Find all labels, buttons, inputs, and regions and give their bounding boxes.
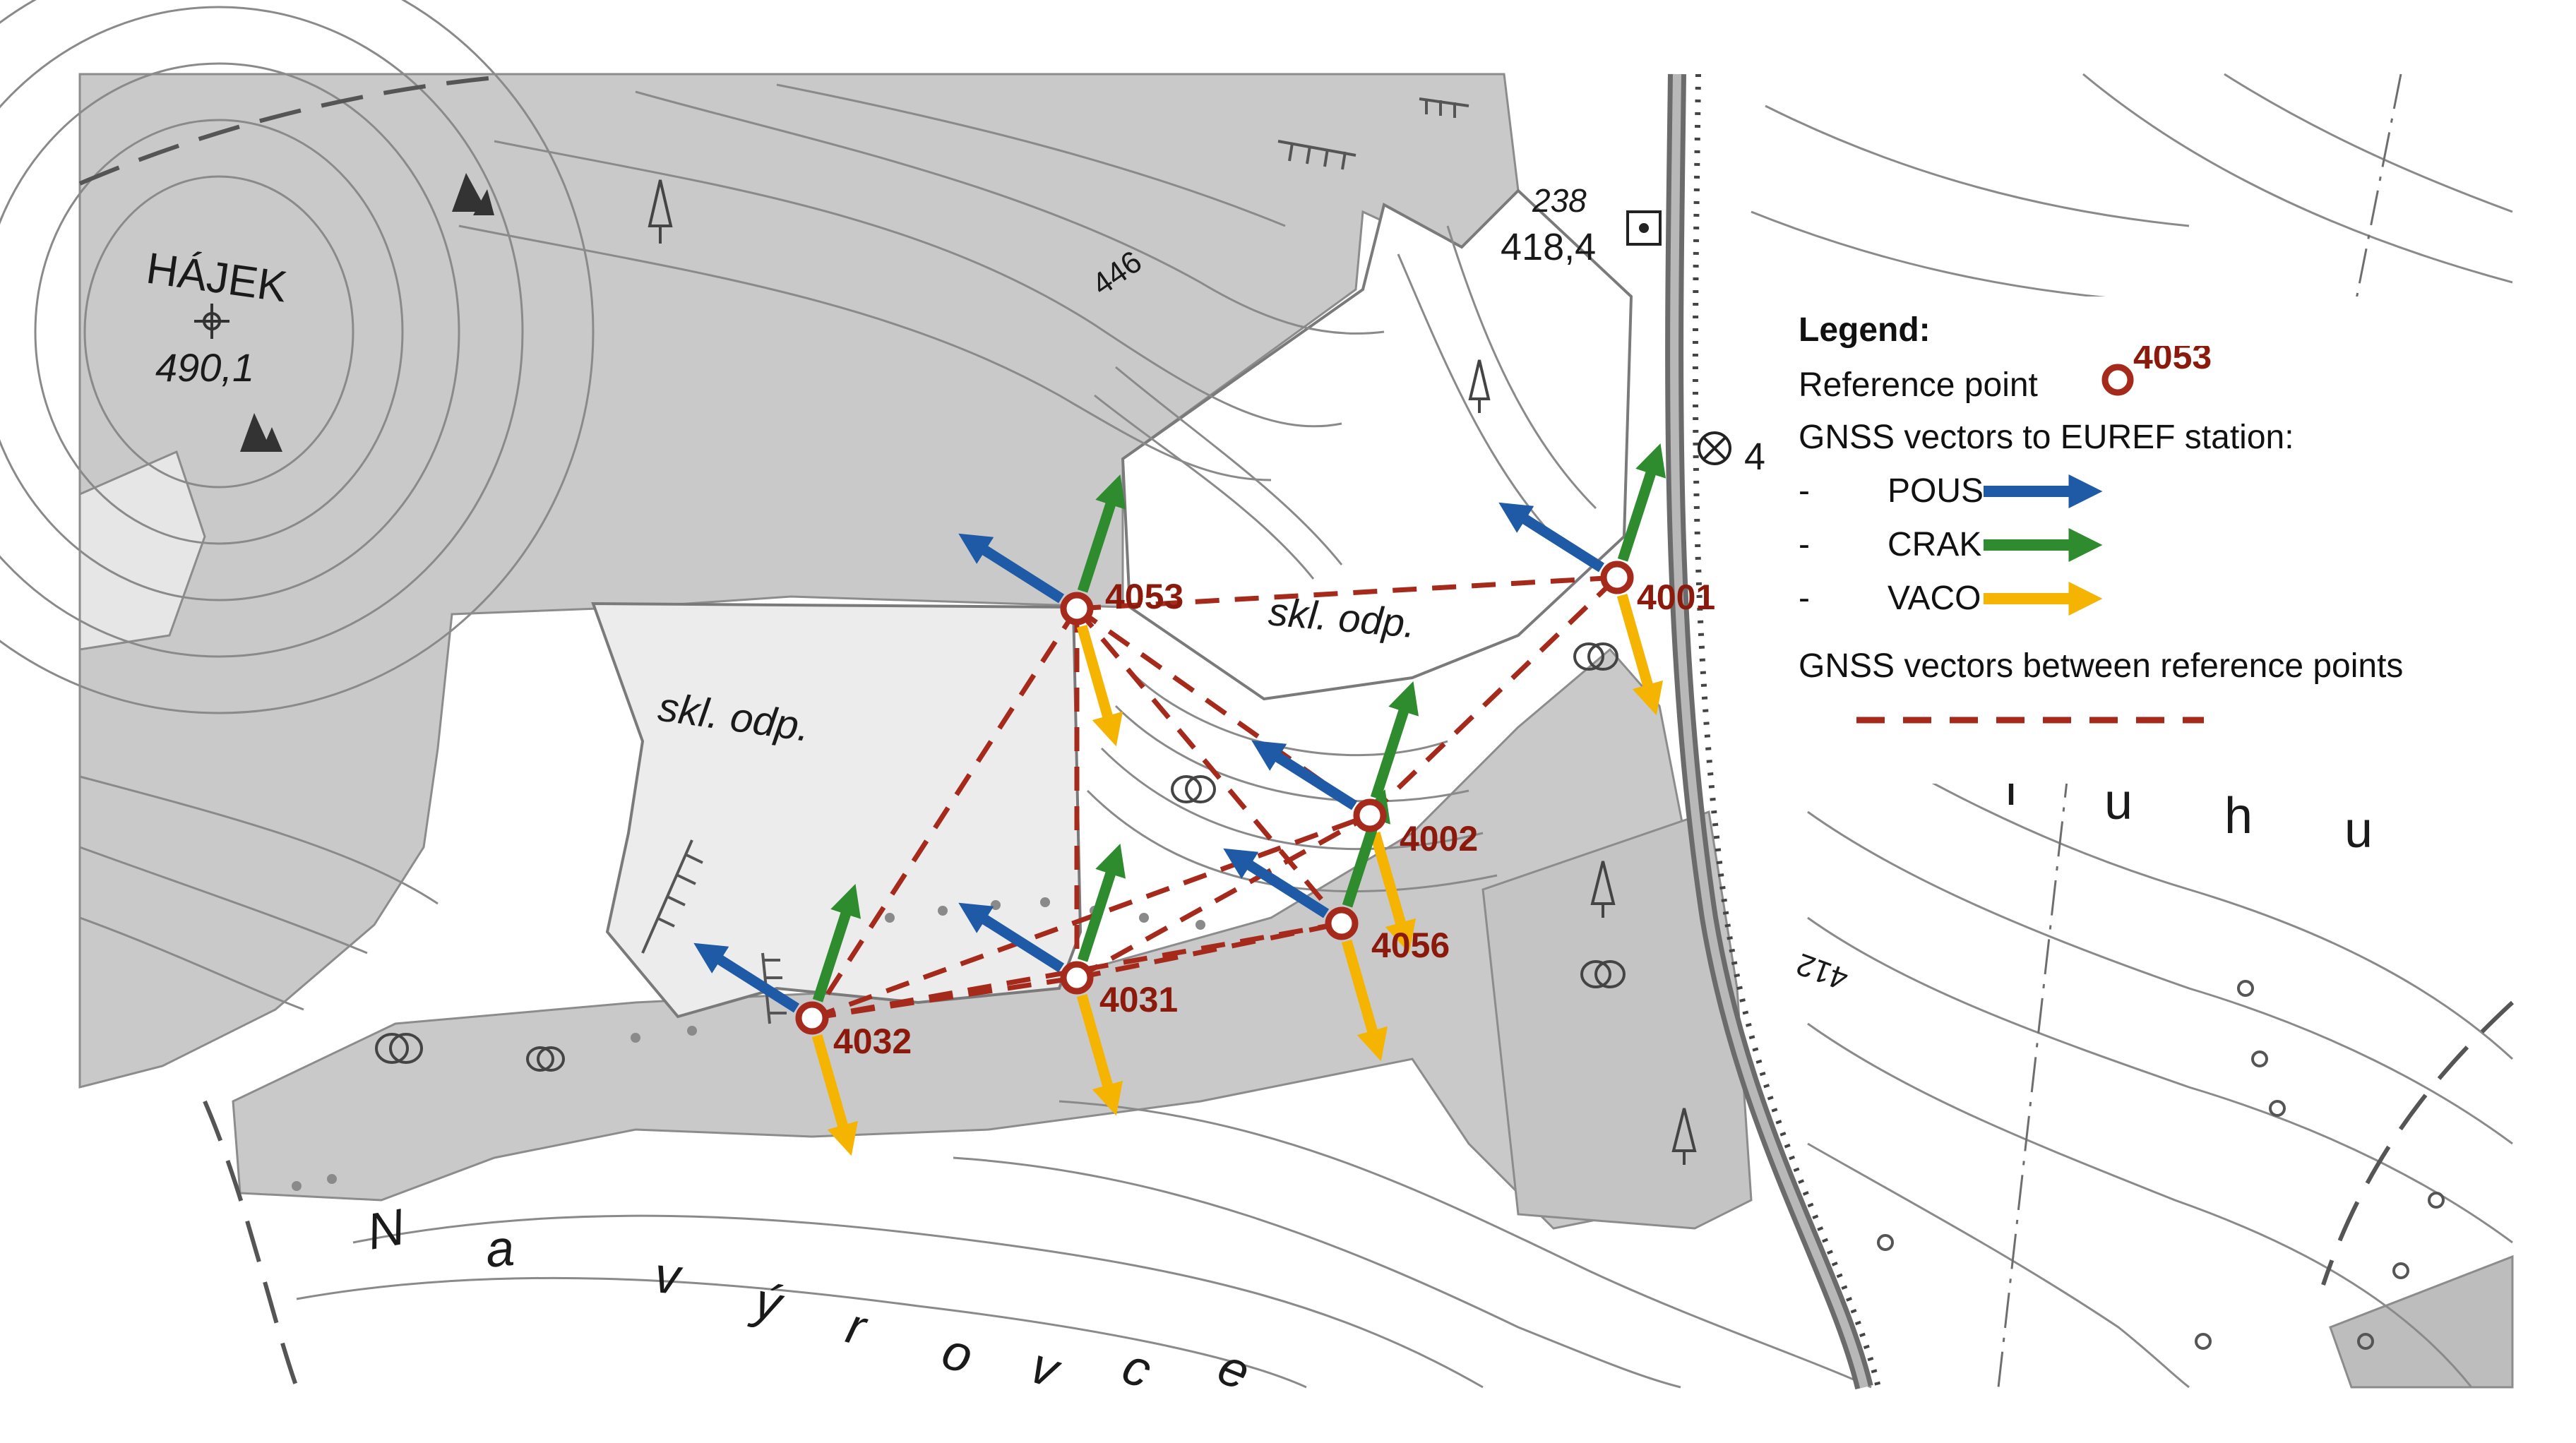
vector-vaco-4056 <box>1341 939 1388 1062</box>
reference-point-label: 4031 <box>1099 980 1178 1019</box>
vector-crak-4031 <box>1077 844 1126 962</box>
contour-lines <box>0 0 2514 1389</box>
summit-icon <box>194 304 229 339</box>
baseline-4031-4056 <box>1076 921 1342 981</box>
baseline-4053-4001 <box>1076 575 1618 611</box>
hajek-elevation: 490,1 <box>155 345 254 390</box>
vector-crak-4001 <box>1617 443 1666 562</box>
reference-point-4056 <box>1325 906 1359 940</box>
reference-point-4032 <box>795 1001 829 1035</box>
map-edge-digit: 4 <box>1744 436 1765 478</box>
legend-reference-point-sample: 4053 <box>2101 346 2212 396</box>
reference-point-label: 4002 <box>1400 819 1478 858</box>
tree-icon <box>648 179 1697 1165</box>
reference-point-4002 <box>1353 798 1387 832</box>
legend-dash: - <box>1799 472 1810 510</box>
baseline-4032-4002 <box>811 813 1371 1021</box>
reference-point-label: 4001 <box>1637 577 1715 617</box>
legend-dash: - <box>1799 580 1810 617</box>
map-lettering: HÁJEK 490,1 skl. odp. skl. odp. 446 412 … <box>143 182 2373 1401</box>
vector-crak-4002 <box>1370 681 1419 800</box>
tower-icon <box>1877 980 2445 1350</box>
crossed-circle-icon <box>1698 431 1731 465</box>
legend: Legend: Reference point 4053 GNSS vector… <box>1790 297 2524 784</box>
rock-icon <box>240 413 282 452</box>
baseline-4053-4032 <box>810 607 1079 1019</box>
vector-crak-4032 <box>812 884 861 1002</box>
legend-arrow-crak <box>1984 528 2103 562</box>
road <box>1665 73 1881 1390</box>
vector-pous-4031 <box>958 902 1065 973</box>
legend-gnss-to-euref: GNSS vectors to EUREF station: <box>1799 419 2294 456</box>
map-symbols <box>194 97 2445 1350</box>
baseline-4002-4001 <box>1368 575 1619 818</box>
reference-point-4001 <box>1600 561 1634 594</box>
vector-pous-4032 <box>693 942 800 1013</box>
rock-icon <box>452 173 494 215</box>
reference-point-label: 4032 <box>833 1022 912 1061</box>
embankment-hatching <box>641 97 1469 1024</box>
legend-title: Legend: <box>1799 311 1931 349</box>
vector-vaco-4001 <box>1616 593 1664 716</box>
vector-crak-4053 <box>1077 474 1126 593</box>
vector-pous-4002 <box>1251 740 1358 810</box>
vector-vaco-4002 <box>1369 831 1417 954</box>
benchmark-icon <box>1626 210 1662 246</box>
culvert-icon <box>375 642 1626 1072</box>
reference-point-label: 4056 <box>1371 926 1450 965</box>
vector-vaco-4032 <box>811 1034 859 1156</box>
fence-dots <box>292 897 1205 1191</box>
na-vyrovce-letter: a <box>483 1220 516 1279</box>
tracks <box>78 76 2515 1388</box>
gnss-vectors <box>693 443 1666 1156</box>
reference-point-label: 4053 <box>1105 577 1183 616</box>
vector-pous-4053 <box>958 533 1065 604</box>
legend-sample-point-label: 4053 <box>2133 346 2212 376</box>
baseline-4053-4056 <box>1075 606 1344 926</box>
baselines <box>810 575 1619 1021</box>
legend-baseline-sample <box>1856 717 2204 724</box>
benchmark-elevation: 418,4 <box>1501 226 1596 268</box>
legend-dash: - <box>1799 526 1810 563</box>
legend-station-vaco: VACO <box>1888 580 1981 617</box>
vector-pous-4056 <box>1223 848 1330 918</box>
legend-arrow-pous <box>1984 474 2103 508</box>
vector-vaco-4031 <box>1076 993 1123 1116</box>
vector-pous-4001 <box>1498 502 1605 573</box>
reference-point-4053 <box>1060 592 1094 625</box>
baseline-4031-4002 <box>1075 813 1371 981</box>
reference-point-4031 <box>1060 961 1094 995</box>
forest-areas <box>78 73 2514 1389</box>
legend-between-points: GNSS vectors between reference points <box>1799 647 2404 685</box>
legend-reference-point-label: Reference point <box>1799 366 2038 404</box>
vector-vaco-4053 <box>1076 624 1123 747</box>
luhu-letter: h <box>2224 788 2253 844</box>
luhu-letter: u <box>2344 802 2373 858</box>
legend-station-pous: POUS <box>1888 472 1984 510</box>
reference-points: 4053 4001 4002 4056 4031 4032 <box>795 561 1715 1061</box>
legend-arrow-vaco <box>1984 582 2103 616</box>
benchmark-number: 238 <box>1532 182 1587 219</box>
section-lines <box>1997 73 2402 1388</box>
legend-station-crak: CRAK <box>1888 526 1982 563</box>
